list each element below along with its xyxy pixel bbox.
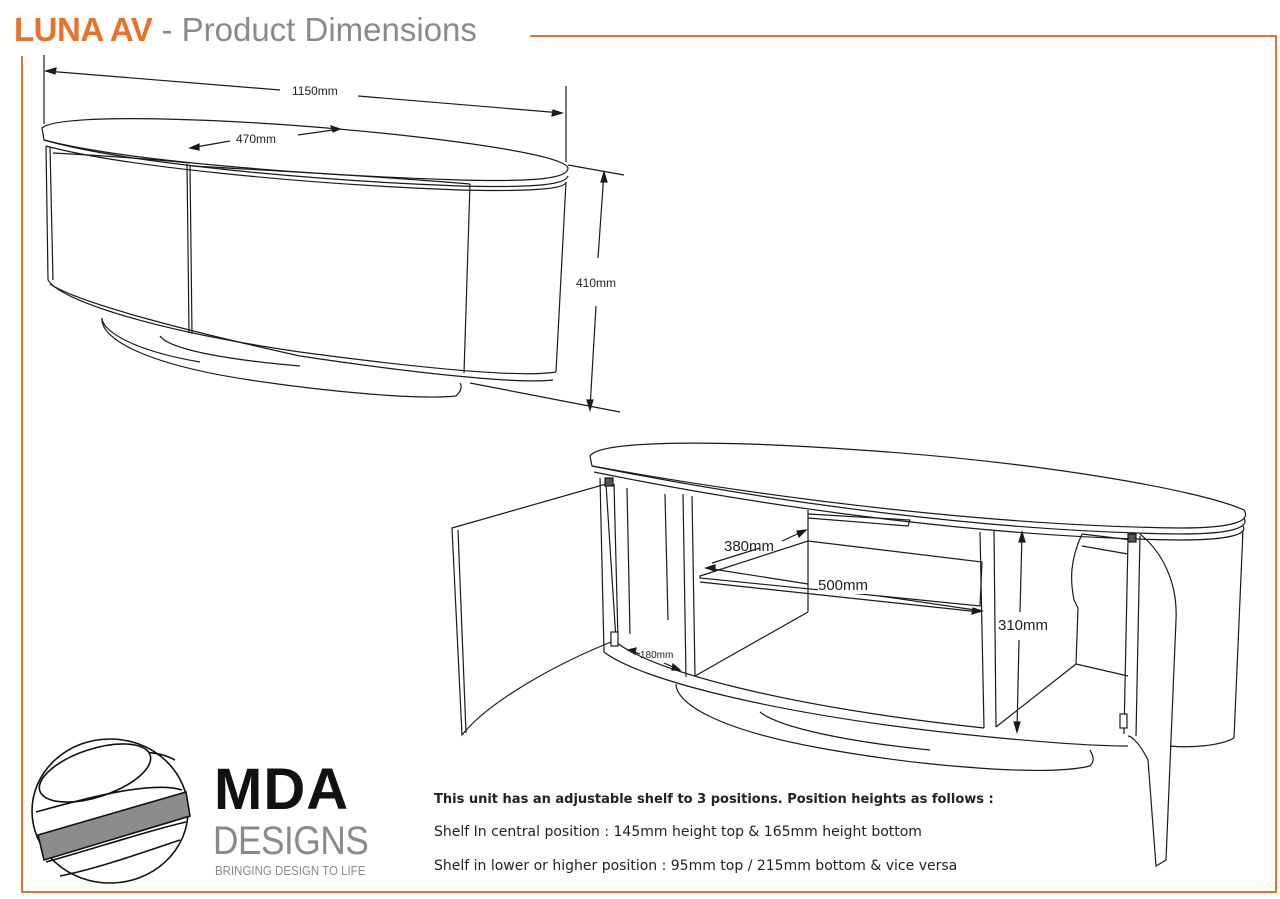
sphere-logo-icon xyxy=(31,738,191,884)
inner-height-label: 310mm xyxy=(998,617,1049,634)
logo-designs: DESIGNS xyxy=(213,819,369,863)
title-subtitle: Product Dimensions xyxy=(181,11,477,48)
notes-line-central: Shelf In central position : 145mm height… xyxy=(434,824,922,840)
product-name: LUNA AV xyxy=(14,11,153,48)
notes-line-lower-higher: Shelf in lower or higher position : 95mm… xyxy=(434,858,958,874)
depth-dimension-label: 470mm xyxy=(236,132,277,146)
page-frame xyxy=(21,35,1277,893)
notes-heading: This unit has an adjustable shelf to 3 p… xyxy=(434,792,994,807)
side-depth-label: 180mm xyxy=(640,650,674,661)
width-dimension-label: 1150mm xyxy=(292,84,338,98)
page-title: LUNA AV - Product Dimensions xyxy=(14,10,477,50)
logo-tagline: BRINGING DESIGN TO LIFE xyxy=(215,864,366,878)
logo-wordmark: MDA xyxy=(214,757,350,822)
shelf-depth-label: 380mm xyxy=(724,538,775,555)
shelf-width-label: 500mm xyxy=(818,577,869,594)
closed-unit-drawing xyxy=(41,55,625,413)
height-dimension-label: 410mm xyxy=(576,276,617,290)
title-separator: - xyxy=(161,11,173,48)
open-unit-drawing xyxy=(451,442,1247,868)
